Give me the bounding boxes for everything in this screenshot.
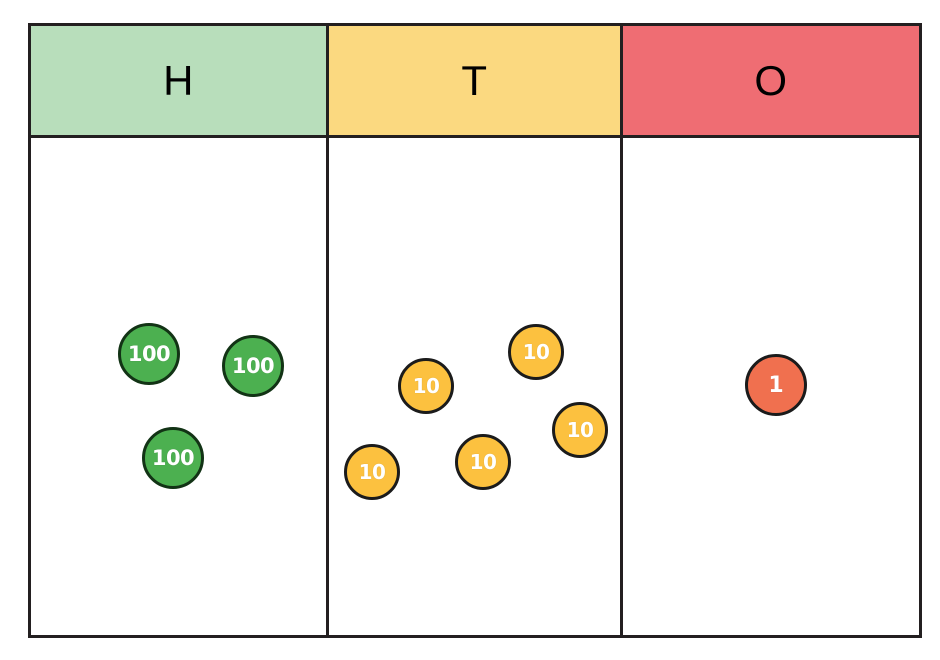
counter-hundreds[interactable]: 100 [118,323,180,385]
column-header-hundreds: H [31,26,326,135]
counter-tens[interactable]: 10 [398,358,454,414]
counter-ones[interactable]: 1 [745,354,807,416]
counter-hundreds[interactable]: 100 [142,427,204,489]
column-cell-hundreds[interactable]: 100 100 100 [31,138,326,635]
counter-hundreds[interactable]: 100 [222,335,284,397]
counter-tens[interactable]: 10 [552,402,608,458]
counter-tens[interactable]: 10 [455,434,511,490]
column-header-ones: O [623,26,919,135]
counter-tens[interactable]: 10 [508,324,564,380]
column-cell-ones[interactable]: 1 [623,138,919,635]
chart-header-row: H T O [31,26,919,138]
column-header-tens: T [326,26,623,135]
counter-tens[interactable]: 10 [344,444,400,500]
